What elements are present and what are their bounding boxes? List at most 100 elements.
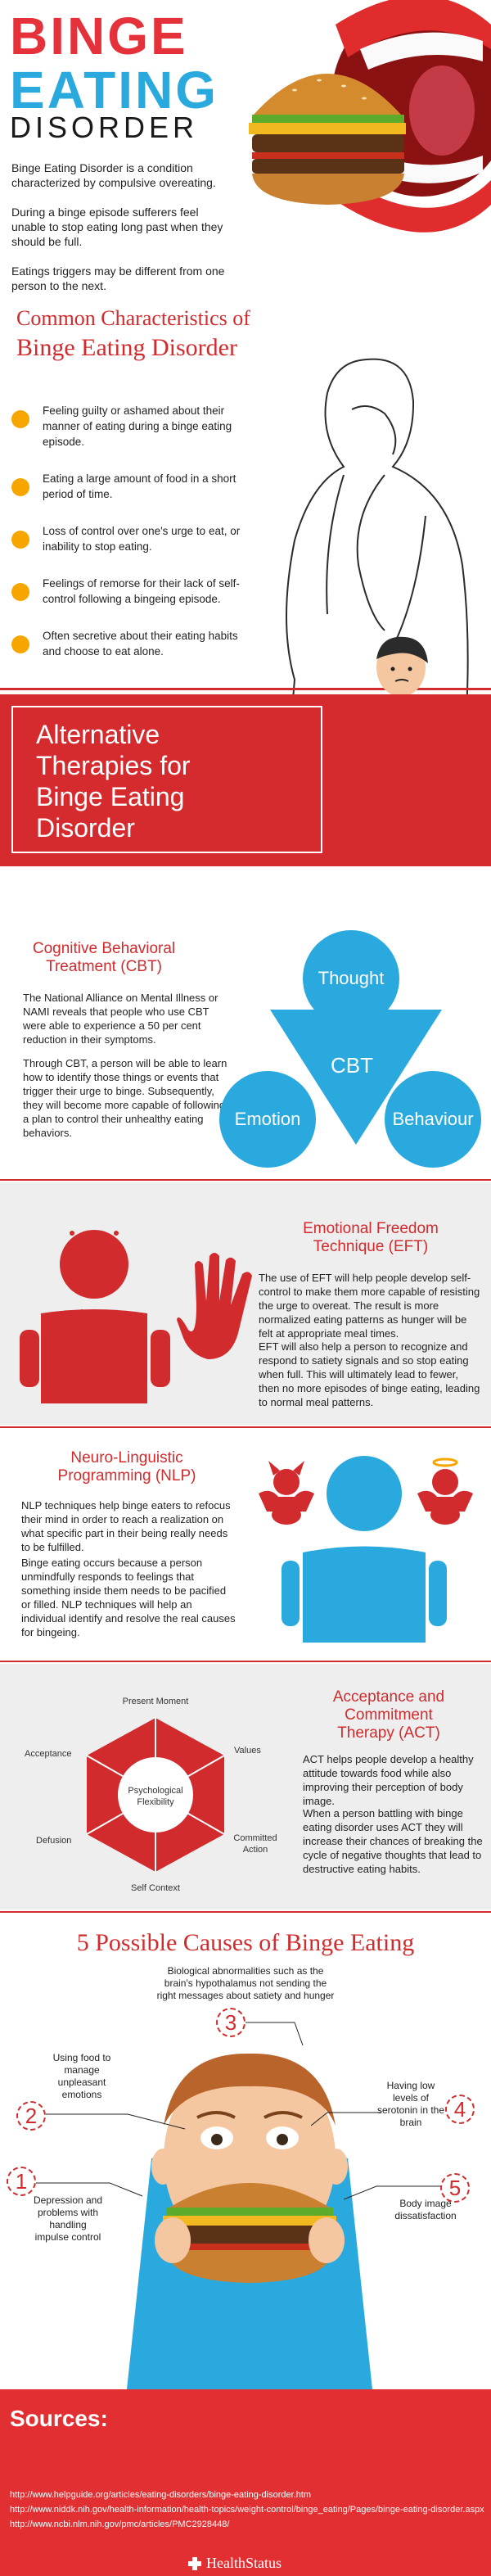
section-divider — [0, 688, 491, 690]
section-divider — [0, 1426, 491, 1428]
alternative-therapies-band: Alternative Therapies for Binge Eating D… — [0, 694, 491, 866]
alternative-line4: Disorder — [36, 813, 135, 843]
hero-title-line1: BINGE — [10, 7, 188, 66]
cbt-behaviour-label: Behaviour — [392, 1109, 474, 1129]
cbt-thought-label: Thought — [318, 968, 385, 988]
hexaflex-committed: Committed Action — [231, 1833, 280, 1855]
cbt-title-line2: Treatment (CBT) — [46, 958, 162, 975]
nlp-title-line1: Neuro-Linguistic — [70, 1449, 183, 1467]
cause-5-text: Body image dissatisfaction — [394, 2198, 457, 2221]
nlp-title-line2: Programming (NLP) — [57, 1467, 196, 1485]
sources-list: http://www.helpguide.org/articles/eating… — [10, 2489, 484, 2530]
cause-3-number: 3 — [216, 2008, 246, 2037]
hero-intro-p1: Binge Eating Disorder is a condition cha… — [11, 161, 216, 189]
healthstatus-brand: HealthStatus — [206, 2555, 282, 2571]
characteristics-section: Common Characteristics of Binge Eating D… — [0, 303, 491, 778]
hero-section: BINGE EATING DISORDER Binge Eating Disor… — [0, 0, 491, 295]
healthstatus-logo: HealthStatus — [188, 2555, 282, 2572]
cbt-section: Cognitive Behavioral Treatment (CBT) The… — [0, 866, 491, 1177]
section-divider — [0, 1179, 491, 1181]
hexaflex-self: Self Context — [131, 1883, 180, 1893]
cause-1-connector — [36, 2182, 143, 2197]
hero-title-line2: EATING — [10, 61, 219, 120]
angel-icon — [417, 1457, 473, 1525]
cbt-behaviour-circle: Behaviour — [385, 1071, 481, 1168]
hero-intro-p3: Eatings triggers may be different from o… — [11, 264, 225, 292]
hero-intro: Binge Eating Disorder is a condition cha… — [11, 160, 232, 308]
characteristics-list: Feeling guilty or ashamed about their ma… — [11, 403, 241, 680]
causes-section: 5 Possible Causes of Binge Eating — [0, 1913, 491, 2389]
cause-3-connector — [246, 2022, 304, 2046]
characteristics-heading-line1: Common Characteristics of — [16, 306, 250, 330]
source-link-2[interactable]: http://www.niddk.nih.gov/health-informat… — [10, 2505, 484, 2515]
eft-title-line2: Technique (EFT) — [313, 1238, 429, 1255]
characteristic-text: Loss of control over one's urge to eat, … — [43, 525, 241, 553]
bullet-dot-icon — [11, 635, 29, 653]
cbt-emotion-label: Emotion — [234, 1109, 301, 1129]
cause-2-connector — [46, 2113, 186, 2130]
cbt-thought-circle: Thought — [303, 930, 399, 1027]
hand-icon — [177, 1253, 252, 1359]
eft-tapping-figure-illustration — [20, 1230, 252, 1403]
nlp-section: Neuro-Linguistic Programming (NLP) NLP t… — [0, 1430, 491, 1659]
alternative-line3: Binge Eating — [36, 782, 185, 811]
nlp-title: Neuro-Linguistic Programming (NLP) — [8, 1449, 246, 1485]
cause-5-connector — [344, 2185, 440, 2200]
alternative-line1: Alternative — [36, 720, 160, 749]
source-link-3[interactable]: http://www.ncbi.nlm.nih.gov/pmc/articles… — [10, 2520, 230, 2529]
characteristic-text: Eating a large amount of food in a short… — [43, 472, 236, 500]
nlp-angel-devil-illustration — [259, 1456, 473, 1643]
bullet-dot-icon — [11, 478, 29, 496]
cbt-triangle-shape — [270, 1010, 442, 1145]
act-p2: When a person battling with binge eating… — [303, 1807, 483, 1875]
bullet-dot-icon — [11, 531, 29, 549]
hexaflex-committed-line2: Action — [242, 1845, 268, 1855]
eft-title: Emotional Freedom Technique (EFT) — [260, 1220, 481, 1256]
cause-5-number: 5 — [440, 2173, 470, 2203]
cbt-title: Cognitive Behavioral Treatment (CBT) — [10, 940, 198, 976]
hexaflex-values: Values — [234, 1746, 261, 1756]
act-hexaflex-diagram — [86, 1718, 225, 1872]
hexaflex-defusion: Defusion — [36, 1836, 72, 1846]
characteristics-heading-line2: Binge Eating Disorder — [16, 334, 237, 361]
sources-heading: Sources: — [10, 2406, 108, 2431]
cbt-center-label: CBT — [331, 1053, 373, 1078]
cbt-p1: The National Alliance on Mental Illness … — [23, 992, 218, 1046]
burger-icon — [163, 2183, 336, 2283]
alternative-therapies-box — [11, 706, 322, 853]
alternative-line2: Therapies for — [36, 751, 191, 780]
characteristic-text: Often secretive about their eating habit… — [43, 630, 238, 658]
list-item: Often secretive about their eating habit… — [11, 628, 241, 659]
cause-1-text: Depression and problems with handling im… — [33, 2194, 103, 2243]
cbt-title-line1: Cognitive Behavioral — [32, 940, 176, 957]
cause-1-number: 1 — [7, 2167, 36, 2196]
eft-p1: The use of EFT will help people develop … — [259, 1272, 480, 1340]
alternative-therapies-title: Alternative Therapies for Binge Eating D… — [36, 719, 191, 843]
devil-icon — [259, 1461, 314, 1525]
hero-intro-p2: During a binge episode sufferers feel un… — [11, 206, 223, 248]
bullet-dot-icon — [11, 583, 29, 601]
list-item: Feeling guilty or ashamed about their ma… — [11, 403, 241, 450]
hexaflex-committed-line1: Committed — [233, 1833, 277, 1843]
list-item: Loss of control over one's urge to eat, … — [11, 523, 241, 554]
hexaflex-acceptance: Acceptance — [25, 1749, 72, 1759]
cbt-emotion-circle: Emotion — [219, 1071, 316, 1168]
act-p1: ACT helps people develop a healthy attit… — [303, 1753, 474, 1807]
sources-section: Sources: http://www.helpguide.org/articl… — [0, 2389, 491, 2576]
source-link-1[interactable]: http://www.helpguide.org/articles/eating… — [10, 2490, 312, 2500]
act-title-line1: Acceptance and — [332, 1688, 445, 1706]
hexaflex-center: Psychological Flexibility — [123, 1785, 188, 1808]
act-section: Acceptance and Commitment Therapy (ACT) … — [0, 1664, 491, 1909]
act-title-line3: Therapy (ACT) — [337, 1724, 440, 1742]
characteristic-text: Feelings of remorse for their lack of se… — [43, 577, 240, 605]
hexaflex-center-line2: Flexibility — [137, 1797, 174, 1807]
cause-4-number: 4 — [445, 2095, 475, 2124]
section-divider — [0, 1661, 491, 1662]
eft-title-line1: Emotional Freedom — [303, 1220, 439, 1237]
act-title-line2: Commitment — [345, 1706, 433, 1724]
boy-eating-burger-illustration — [127, 2053, 372, 2389]
hexaflex-center-line1: Psychological — [128, 1786, 183, 1796]
bullet-dot-icon — [11, 410, 29, 428]
cause-4-connector — [311, 2112, 381, 2126]
